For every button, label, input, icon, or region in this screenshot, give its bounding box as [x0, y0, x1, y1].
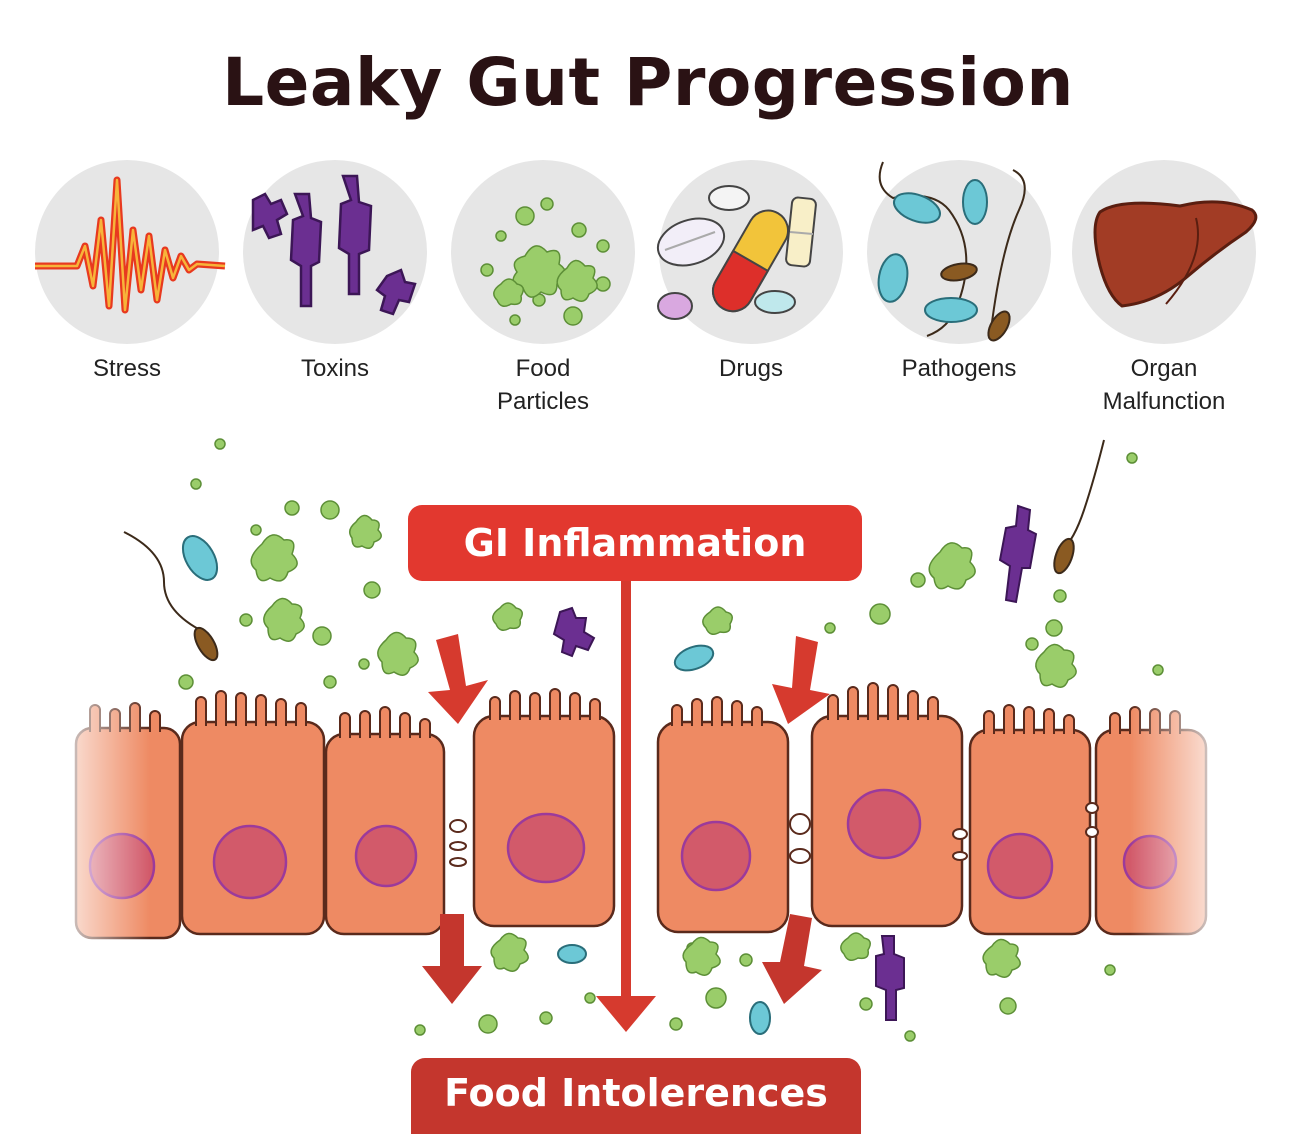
cause-toxins: Toxins: [235, 160, 435, 382]
gi-inflammation-box: GI Inflammation: [408, 505, 862, 581]
cause-label-toxins: Toxins: [300, 355, 370, 382]
cause-label-pathogens: Pathogens: [901, 355, 1017, 382]
gut-lining-illustration: [40, 438, 1240, 1134]
cause-pathogens: Pathogens: [859, 160, 1059, 382]
cause-food-particles: Food Particles: [443, 160, 643, 415]
cause-organ-malfunction: Organ Malfunction: [1064, 160, 1264, 415]
food-particles-icon: [480, 197, 611, 326]
cause-stress: Stress: [27, 160, 227, 382]
food-intolerences-box: Food Intolerences: [411, 1058, 861, 1134]
cause-label-food-particles: Food Particles: [496, 355, 590, 415]
cause-label-stress: Stress: [92, 355, 161, 382]
flow-arrows: [428, 580, 830, 1032]
liver-icon: [1093, 200, 1258, 308]
scattered-bacteria: [181, 535, 771, 1035]
cause-label-drugs: Drugs: [718, 355, 784, 382]
page-title: Leaky Gut Progression: [222, 44, 1074, 121]
cause-drugs: Drugs: [651, 160, 851, 382]
scattered-toxins: [552, 504, 1038, 1021]
cause-label-organ-malfunction: Organ Malfunction: [1102, 355, 1226, 415]
bacteria-icon: [877, 161, 1026, 342]
pills-icon: [656, 185, 817, 320]
stress-waveform-icon: [35, 176, 226, 314]
scattered-food-particles: [178, 438, 1164, 1042]
toxin-molecules-icon: [251, 174, 417, 316]
